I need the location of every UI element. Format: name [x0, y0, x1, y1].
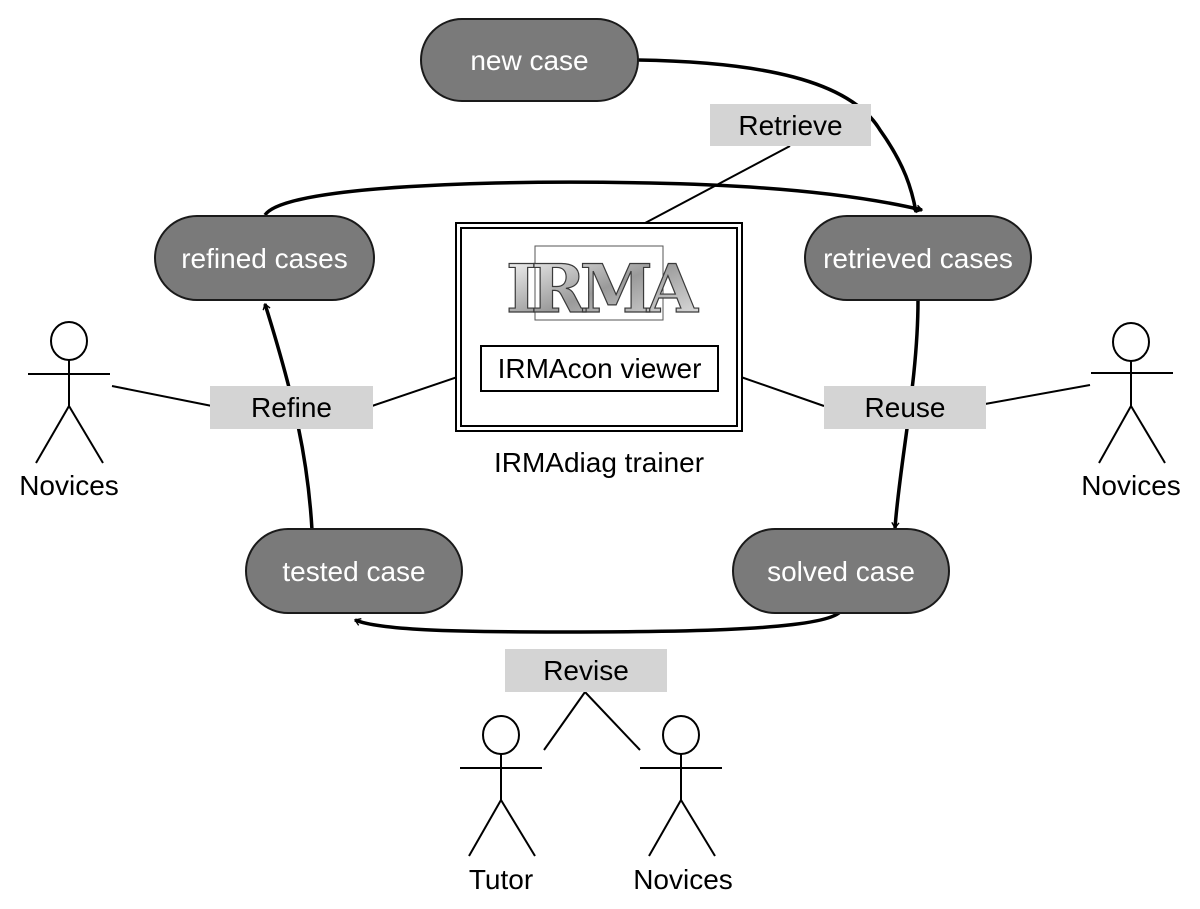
node-tested-case-label: tested case	[282, 556, 425, 587]
actor-right-novices: Novices	[1081, 322, 1181, 501]
process-retrieve: Retrieve	[710, 104, 871, 146]
stick-figure-icon	[460, 715, 542, 857]
process-revise: Revise	[505, 649, 667, 692]
actor-right-novices-label: Novices	[1081, 470, 1181, 501]
actor-left-novices: Novices	[19, 321, 119, 501]
refine-connector-left	[111, 385, 213, 407]
irmacon-viewer-label: IRMAcon viewer	[498, 353, 702, 384]
node-solved-case-label: solved case	[767, 556, 915, 587]
arrow-solved-to-tested	[353, 610, 842, 634]
irmadiag-trainer-box	[455, 222, 743, 432]
process-reuse: Reuse	[824, 386, 986, 429]
node-refined-cases-label: refined cases	[181, 243, 348, 274]
node-solved-case: solved case	[732, 528, 950, 614]
process-refine-label: Refine	[251, 392, 332, 423]
node-retrieved-cases-label: retrieved cases	[823, 243, 1013, 274]
irmadiag-trainer-caption: IRMAdiag trainer	[494, 447, 704, 478]
process-retrieve-label: Retrieve	[738, 110, 842, 141]
node-new-case: new case	[420, 18, 639, 102]
actor-tutor: Tutor	[460, 715, 542, 895]
stick-figure-icon	[28, 321, 110, 464]
irma-logo: IRMA	[505, 245, 705, 329]
arrow-refined-to-retrieved	[263, 180, 924, 217]
actor-bottom-novices-label: Novices	[633, 864, 733, 895]
process-reuse-label: Reuse	[865, 392, 946, 423]
node-retrieved-cases: retrieved cases	[804, 215, 1032, 301]
actor-tutor-label: Tutor	[469, 864, 533, 895]
process-revise-label: Revise	[543, 655, 629, 686]
irma-logo-text: IRMA	[506, 250, 699, 328]
node-tested-case: tested case	[245, 528, 463, 614]
reuse-connector-right	[984, 384, 1091, 405]
process-refine: Refine	[210, 386, 373, 429]
actor-bottom-novices: Novices	[633, 715, 733, 895]
revise-connector-left	[543, 691, 586, 751]
node-refined-cases: refined cases	[154, 215, 375, 301]
irmacon-viewer: IRMAcon viewer	[480, 345, 719, 392]
actor-left-novices-label: Novices	[19, 470, 119, 501]
stick-figure-icon	[640, 715, 722, 857]
node-new-case-label: new case	[470, 45, 588, 76]
stick-figure-icon	[1091, 322, 1173, 464]
revise-connector-right	[584, 691, 641, 751]
